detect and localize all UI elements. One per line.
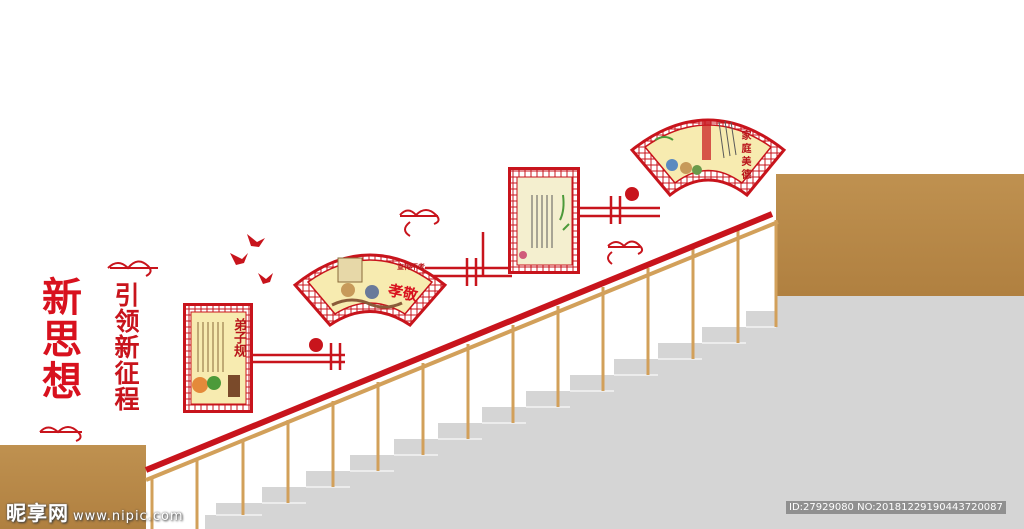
panel-1-title: 弟子规 (231, 318, 246, 357)
panel-4-fan (629, 118, 787, 198)
connector-lines (252, 196, 660, 370)
panel-4-title: 家庭美德 (739, 130, 750, 182)
stair-mass (205, 296, 1024, 529)
lower-floor-wall (0, 445, 146, 529)
handrail-balusters (150, 220, 778, 529)
handrail-wood (145, 220, 779, 482)
panel-2-fan (292, 253, 448, 327)
handrail-red (144, 211, 774, 473)
red-dot-1 (309, 338, 323, 352)
red-dot-2 (625, 187, 639, 201)
watermark-id: ID:27929080 NO:20181229190443720087 (786, 501, 1006, 514)
watermark-brand-text: 昵享网 (6, 501, 69, 525)
calligraphy-title: 新思想 (35, 276, 82, 402)
watermark-site: www.nipic.com (73, 509, 184, 524)
upper-landing-wall (776, 174, 1024, 296)
panel-3-rect (508, 167, 580, 274)
birds (230, 234, 273, 284)
watermark-brand: 昵享网 www.nipic.com (6, 497, 184, 526)
panel-2-caption: 宣传不孝 (397, 263, 425, 271)
stair-treads (216, 326, 776, 516)
cloud-ornaments (39, 209, 644, 442)
panel-1-rect (183, 303, 253, 413)
slogan-text: 引领新征程 (111, 282, 140, 412)
